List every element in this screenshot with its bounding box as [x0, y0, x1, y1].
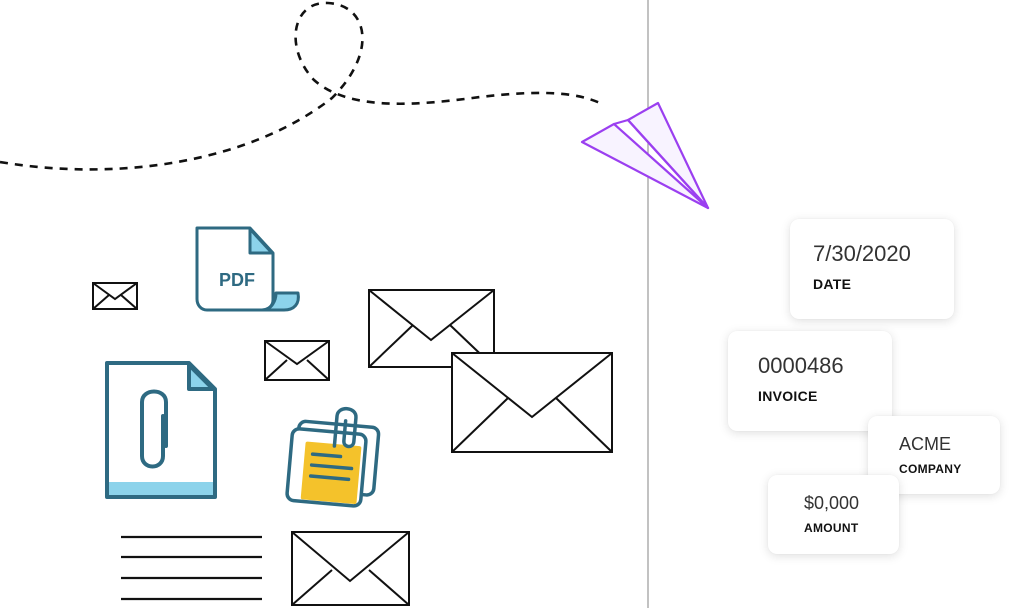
date-card: 7/30/2020 DATE: [790, 219, 954, 319]
pdf-label: PDF: [219, 270, 255, 290]
invoice-value: 0000486: [758, 353, 844, 378]
date-label: DATE: [813, 276, 852, 292]
paper-plane-icon: [580, 101, 710, 210]
amount-label: AMOUNT: [804, 521, 859, 535]
company-label: COMPANY: [899, 462, 962, 476]
text-lines-icon: [121, 535, 262, 601]
envelope-icon: [291, 531, 410, 606]
envelope-icon: [264, 340, 330, 381]
envelope-icon: [92, 282, 138, 310]
date-value: 7/30/2020: [813, 241, 911, 266]
amount-card: $0,000 AMOUNT: [768, 475, 899, 554]
dashed-flight-path: [0, 1, 601, 171]
attachment-file-icon: [105, 361, 217, 499]
invoice-card: 0000486 INVOICE: [728, 331, 892, 431]
envelope-icon: [451, 352, 613, 453]
amount-value: $0,000: [804, 493, 860, 513]
company-value: ACME: [899, 434, 952, 454]
invoice-label: INVOICE: [758, 388, 818, 404]
pdf-file-icon: PDF: [195, 226, 300, 312]
clipped-note-icon: [285, 406, 381, 508]
